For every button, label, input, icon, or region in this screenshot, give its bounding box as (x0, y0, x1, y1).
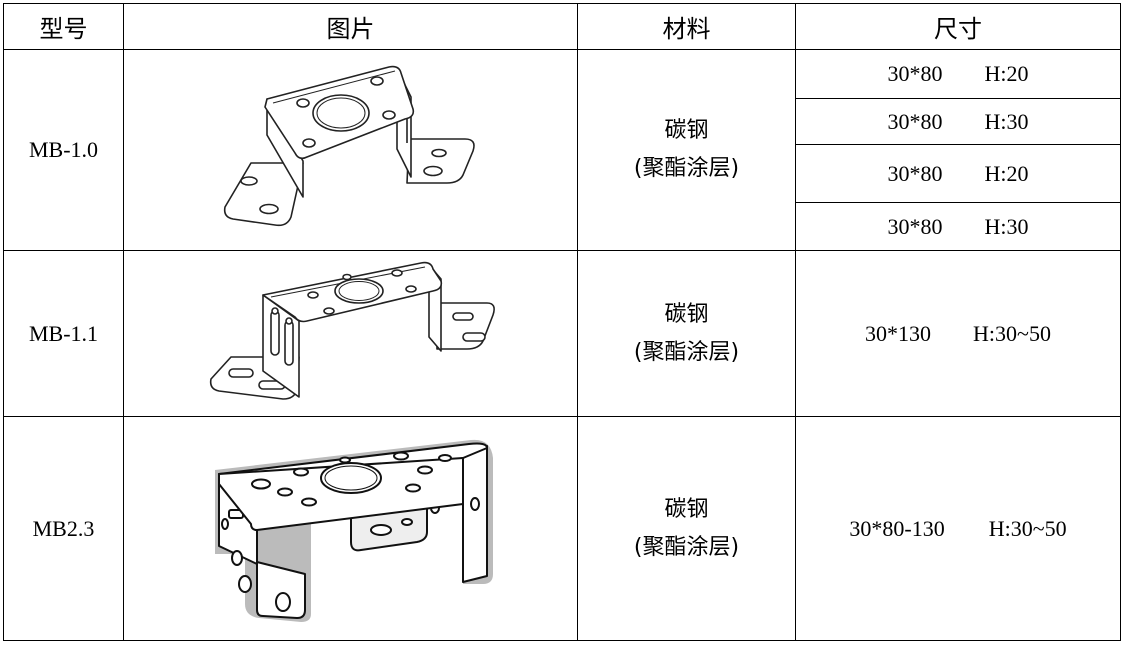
material-line1: 碳钢 (664, 496, 709, 522)
material-cell: 碳钢 (聚酯涂层) (577, 416, 796, 641)
wide-u-bracket-drawing-icon (214, 439, 493, 622)
size-cell: 30*80 H:20 (795, 49, 1121, 99)
size-height: H:20 (984, 160, 1029, 186)
image-cell (123, 49, 578, 251)
size-height: H:30~50 (988, 515, 1067, 541)
size-height: H:20 (984, 61, 1029, 86)
size-height: H:30 (984, 213, 1029, 239)
table-row: MB-1.0 (3, 49, 1121, 251)
material-cell: 碳钢 (聚酯涂层) (577, 49, 796, 251)
size-cell: 30*80 H:30 (795, 98, 1121, 145)
header-model: 型号 (3, 3, 124, 50)
size-height: H:30 (984, 108, 1029, 134)
table-row: MB2.3 (3, 416, 1121, 641)
image-cell (123, 416, 578, 641)
material-line2: (聚酯涂层) (633, 156, 740, 181)
size-dim: 30*80 (887, 61, 943, 86)
model-cell: MB2.3 (3, 416, 124, 641)
size-dim: 30*80-130 (849, 515, 945, 541)
material-cell: 碳钢 (聚酯涂层) (577, 250, 796, 417)
size-dim: 30*80 (887, 213, 943, 239)
size-cell: 30*80-130 H:30~50 (795, 416, 1121, 641)
header-image: 图片 (123, 3, 578, 50)
size-dim: 30*130 (865, 320, 932, 346)
image-cell (123, 250, 578, 417)
material-line1: 碳钢 (664, 118, 709, 143)
size-height: H:30~50 (973, 320, 1051, 346)
table-row: MB-1.1 (3, 250, 1121, 417)
slotted-u-bracket-drawing-icon (209, 261, 495, 400)
model-cell: MB-1.1 (3, 250, 124, 417)
size-dim: 30*80 (887, 108, 943, 134)
model-cell: MB-1.0 (3, 49, 124, 251)
size-cell: 30*130 H:30~50 (795, 250, 1121, 417)
spec-table-container: 型号 图片 材料 尺寸 MB-1.0 (3, 3, 1121, 641)
size-cell: 30*80 H:30 (795, 202, 1121, 251)
header-row: 型号 图片 材料 尺寸 (3, 3, 1121, 50)
material-line1: 碳钢 (664, 301, 709, 327)
material-line2: (聚酯涂层) (633, 339, 740, 365)
bracket-spec-table: 型号 图片 材料 尺寸 MB-1.0 (3, 3, 1121, 641)
size-dim: 30*80 (887, 160, 943, 186)
u-bracket-drawing-icon (223, 65, 475, 227)
header-material: 材料 (577, 3, 796, 50)
material-line2: (聚酯涂层) (633, 534, 740, 560)
header-size: 尺寸 (795, 3, 1121, 50)
size-cell: 30*80 H:20 (795, 144, 1121, 203)
